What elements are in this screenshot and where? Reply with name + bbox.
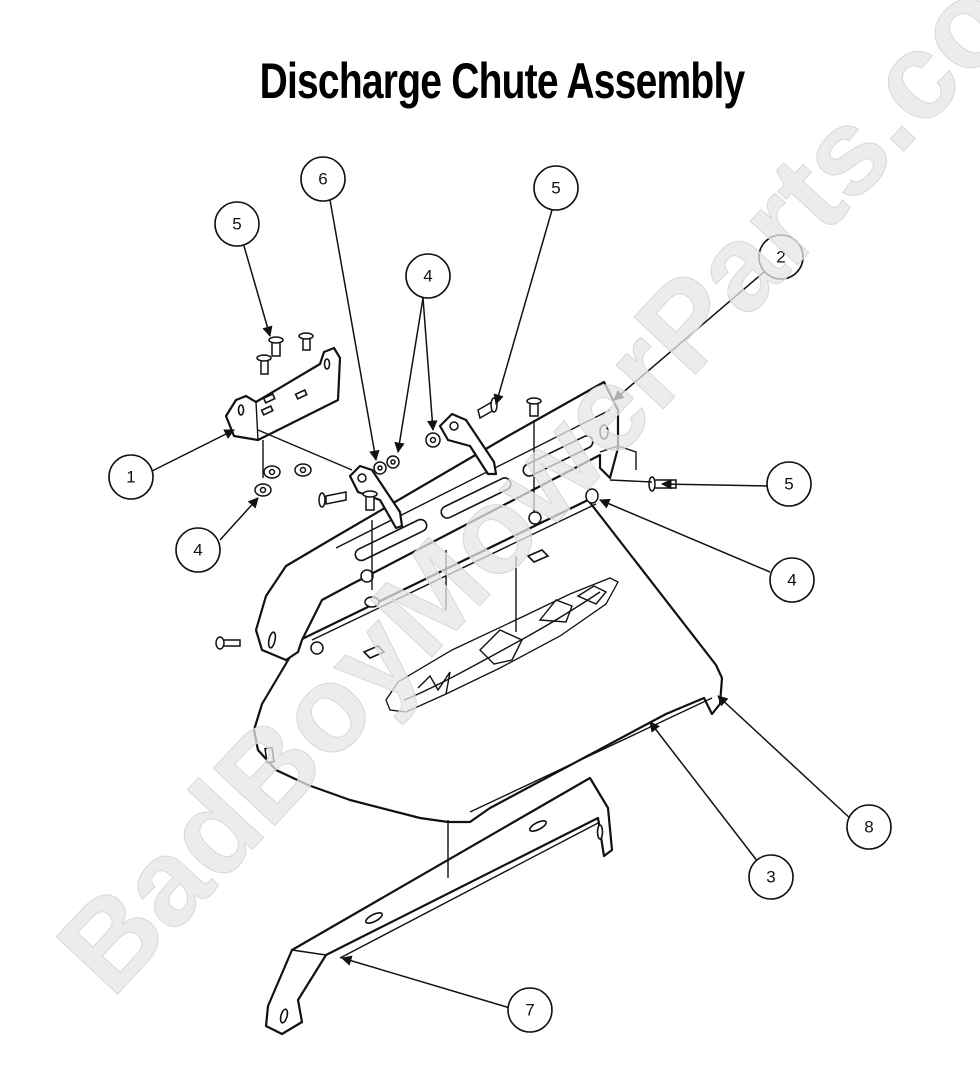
callout-2: 2 (758, 234, 804, 280)
part-1-small-bracket (224, 346, 342, 442)
part-8-logo-decal (385, 577, 619, 713)
callout-4-upper-label: 4 (423, 267, 432, 286)
callout-6: 6 (300, 156, 346, 202)
hardware-fasteners (215, 332, 677, 650)
callout-8-label: 8 (864, 818, 873, 837)
assembly-center-lines (257, 420, 653, 878)
callout-1: 1 (108, 454, 154, 500)
callout-7-label: 7 (525, 1001, 534, 1020)
callout-3: 3 (748, 854, 794, 900)
callout-3-label: 3 (766, 868, 775, 887)
part-7-lower-bar (264, 776, 614, 1036)
callout-7: 7 (507, 987, 553, 1033)
part-2-main-bracket (254, 380, 620, 662)
callout-2-label: 2 (776, 248, 785, 267)
callout-6-label: 6 (318, 170, 327, 189)
callout-4-upper: 4 (405, 253, 451, 299)
callout-5-right-label: 5 (784, 475, 793, 494)
callout-4-left: 4 (175, 527, 221, 573)
callout-4-right: 4 (769, 557, 815, 603)
callout-8: 8 (846, 804, 892, 850)
callout-5-top: 5 (533, 165, 579, 211)
callout-5-left-label: 5 (232, 215, 241, 234)
page-title: Discharge Chute Assembly (259, 53, 746, 109)
part-6-link-tabs (348, 412, 498, 530)
callout-5-left: 5 (214, 201, 260, 247)
callout-leaders (145, 199, 853, 1009)
callout-4-right-label: 4 (787, 571, 796, 590)
callout-1-label: 1 (126, 468, 135, 487)
callout-4-left-label: 4 (193, 541, 202, 560)
callout-5-right: 5 (766, 461, 812, 507)
callout-5-top-label: 5 (551, 179, 560, 198)
